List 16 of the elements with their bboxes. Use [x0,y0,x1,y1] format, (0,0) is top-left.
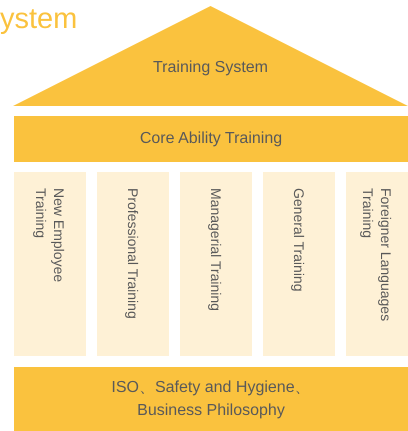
label-text: Training System [152,59,269,77]
pillar-box [346,172,408,356]
label-text: ISO、Safety and Hygiene、 Business Philosophy [110,378,312,421]
label-text: Core Ability Training [138,130,284,148]
core-band [14,116,408,162]
pillar-box [263,172,335,356]
pillar-box [97,172,169,356]
label-text: Managerial Training [207,188,225,311]
label-text: New Employee Training [32,188,68,284]
label-text: Foreigner Languages Training [359,188,395,324]
pillar-box [180,172,252,356]
label-text: General Training [290,188,308,292]
title: ystem [0,2,78,36]
pillar-box [14,172,86,356]
foundation-band [14,367,408,431]
label-text: Professional Training [124,188,142,319]
